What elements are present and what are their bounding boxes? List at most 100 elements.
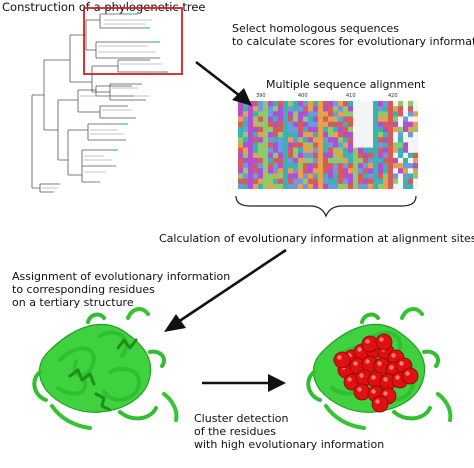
alignment-cell [303, 126, 309, 133]
cluster-sphere-highlight [405, 371, 410, 376]
alignment-cell [268, 142, 274, 148]
alignment-cell [238, 132, 244, 138]
alignment-cell [383, 126, 389, 133]
alignment-cell [303, 183, 309, 189]
alignment-cell [278, 126, 284, 133]
alignment-cell [348, 116, 354, 123]
alignment-cell [338, 163, 344, 169]
alignment-cell [398, 183, 404, 189]
alignment-cell [368, 152, 374, 159]
alignment-cell [328, 152, 334, 159]
alignment-cell [338, 126, 344, 133]
alignment-cell [358, 111, 364, 117]
alignment-cell [378, 157, 384, 164]
alignment-cell [268, 126, 274, 133]
tree-construction-label: Construction of a phylogenetic tree [2, 0, 206, 14]
alignment-cell [398, 163, 404, 169]
alignment-cell [318, 106, 324, 112]
alignment-cell [243, 106, 249, 112]
alignment-cell [338, 137, 344, 143]
alignment-cell [403, 101, 409, 107]
alignment-cell [398, 126, 404, 133]
alignment-cell [308, 178, 314, 185]
alignment-cell [398, 173, 404, 179]
alignment-cell [378, 142, 384, 148]
alignment-cell [288, 142, 294, 148]
alignment-cell [263, 157, 269, 164]
alignment-cell [383, 137, 389, 143]
alignment-cell [368, 106, 374, 112]
alignment-cell [243, 173, 249, 179]
alignment-cell [338, 132, 344, 138]
cluster-sphere-highlight [375, 399, 380, 404]
alignment-cell [348, 168, 354, 174]
alignment-cell [323, 173, 329, 179]
alignment-cell [273, 137, 279, 143]
alignment-cell [388, 163, 394, 169]
msa-tick: 400 [298, 93, 308, 99]
alignment-cell [338, 157, 344, 164]
cluster-sphere-highlight [399, 361, 404, 366]
alignment-cell [413, 178, 418, 185]
alignment-cell [328, 142, 334, 148]
alignment-cell [268, 178, 274, 185]
alignment-cell [313, 101, 319, 107]
alignment-cell [303, 132, 309, 138]
alignment-cell [398, 157, 404, 164]
alignment-cell [238, 111, 244, 117]
arrow-to-cluster [202, 374, 286, 392]
cluster-residue-sphere [371, 395, 389, 413]
alignment-cell [413, 111, 418, 117]
alignment-cell [248, 132, 254, 138]
alignment-cell [268, 111, 274, 117]
alignment-cell [328, 132, 334, 138]
alignment-cell [243, 152, 249, 159]
alignment-cell [338, 178, 344, 185]
alignment-cell [353, 116, 359, 123]
alignment-cell [388, 101, 394, 107]
alignment-cell [273, 163, 279, 169]
alignment-cell [268, 183, 274, 189]
alignment-cell [313, 132, 319, 138]
alignment-cell [353, 163, 359, 169]
alignment-cell [393, 168, 399, 174]
alignment-cell [408, 157, 414, 164]
alignment-cell [333, 116, 339, 123]
alignment-cell [248, 183, 254, 189]
cluster-sphere-highlight [337, 355, 342, 360]
alignment-cell [393, 178, 399, 185]
alignment-cell [383, 142, 389, 148]
alignment-cell [263, 137, 269, 143]
alignment-cell [353, 137, 359, 143]
alignment-cell [358, 173, 364, 179]
alignment-cell [373, 142, 379, 148]
alignment-cell [258, 111, 264, 117]
alignment-cell [283, 106, 289, 112]
alignment-cell [338, 152, 344, 159]
alignment-cell [263, 116, 269, 123]
alignment-cell [378, 173, 384, 179]
alignment-cell [348, 106, 354, 112]
cluster-line-2: of the residues [194, 425, 276, 438]
alignment-cell [353, 111, 359, 117]
alignment-cell [403, 137, 409, 143]
alignment-cell [273, 152, 279, 159]
alignment-cell [408, 163, 414, 169]
alignment-cell [368, 147, 374, 154]
alignment-cell [253, 142, 259, 148]
alignment-cell [323, 183, 329, 189]
alignment-cell [378, 178, 384, 185]
alignment-cell [373, 116, 379, 123]
alignment-cell [343, 121, 349, 128]
alignment-cell [388, 178, 394, 185]
alignment-cell [283, 132, 289, 138]
alignment-cell [378, 152, 384, 159]
alignment-cell [293, 137, 299, 143]
alignment-cell [353, 173, 359, 179]
alignment-cell [363, 168, 369, 174]
alignment-cell [333, 121, 339, 128]
alignment-cell [343, 152, 349, 159]
alignment-cell [238, 106, 244, 112]
alignment-cell [308, 106, 314, 112]
alignment-cell [288, 173, 294, 179]
